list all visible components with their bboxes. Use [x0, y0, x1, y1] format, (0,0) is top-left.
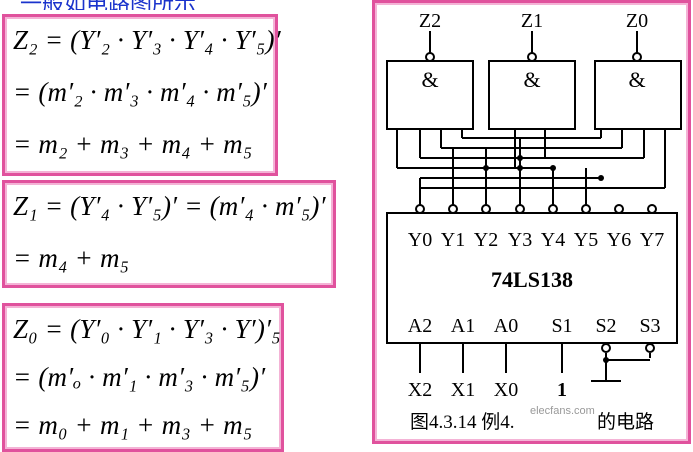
z2-output-bubble [425, 52, 435, 62]
y3-pin-bubble [515, 204, 525, 214]
z0-equation-line-1: Z₀ = (Y′₀ · Y′₁ · Y′₃ · Y′)′₅ [13, 314, 281, 344]
s3-pin-bubble [645, 343, 655, 353]
gate-symbol-3: & [628, 67, 645, 92]
gate-symbol-2: & [523, 67, 540, 92]
circuit-svg: Z2 Z1 Z0 & & & Y0 Y1 Y2 Y3 Y4 Y5 Y6 Y7 7… [386, 10, 682, 433]
input-label-x0: X0 [494, 379, 518, 401]
y7-pin-bubble [647, 204, 657, 214]
output-label-z0: Z0 [626, 10, 648, 32]
z1-equation-line-2: = m₄ + m₅ [13, 243, 130, 273]
z2-equation-line-1: Z₂ = (Y′₂ · Y′₃ · Y′₄ · Y′₅)′ [13, 25, 281, 55]
y4-pin-bubble [548, 204, 558, 214]
pin-label-y2: Y2 [474, 229, 498, 251]
circuit-diagram-panel: Z2 Z1 Z0 & & & Y0 Y1 Y2 Y3 Y4 Y5 Y6 Y7 7… [372, 0, 691, 444]
y6-pin-bubble [614, 204, 624, 214]
s2-pin-bubble [601, 343, 611, 353]
z1-equation-line-1: Z₁ = (Y′₄ · Y′₅)′ = (m′₄ · m′₅)′ [13, 191, 326, 221]
pin-label-y6: Y6 [607, 229, 631, 251]
pin-label-y3: Y3 [508, 229, 532, 251]
output-label-z1: Z1 [521, 10, 543, 32]
watermark-text: elecfans.com [530, 405, 595, 417]
figure-caption: 图4.3.14 例4. [410, 411, 515, 433]
z0-equation-line-2: = (m′ₒ · m′₁ · m′₃ · m′₅)′ [13, 362, 266, 392]
y1-pin-bubble [448, 204, 458, 214]
decoder-chip-74ls138 [386, 212, 678, 344]
output-label-z2: Z2 [419, 10, 441, 32]
y5-pin-bubble [581, 204, 591, 214]
pin-label-s2: S2 [595, 315, 616, 337]
pin-label-s1: S1 [551, 315, 572, 337]
y2-pin-bubble [481, 204, 491, 214]
input-label-x1: X1 [451, 379, 475, 401]
z2-equation-line-2: = (m′₂ · m′₃ · m′₄ · m′₅)′ [13, 77, 267, 107]
pin-label-y0: Y0 [408, 229, 432, 251]
pin-label-y1: Y1 [441, 229, 465, 251]
chip-name-label: 74LS138 [491, 267, 573, 292]
pin-label-a2: A2 [408, 315, 432, 337]
z2-equation-box: Z₂ = (Y′₂ · Y′₃ · Y′₄ · Y′₅)′ = (m′₂ · m… [2, 14, 281, 176]
pin-label-y5: Y5 [574, 229, 598, 251]
figure-caption-suffix: 的电路 [597, 411, 654, 433]
pin-label-s3: S3 [639, 315, 660, 337]
input-label-one: 1 [557, 379, 567, 401]
z0-equation-line-3: = m₀ + m₁ + m₃ + m₅ [13, 410, 253, 440]
z1-equation-box: Z₁ = (Y′₄ · Y′₅)′ = (m′₄ · m′₅)′ = m₄ + … [2, 180, 336, 288]
input-label-x2: X2 [408, 379, 432, 401]
gate-symbol-1: & [421, 67, 438, 92]
z2-equation-line-3: = m₂ + m₃ + m₄ + m₅ [13, 129, 253, 159]
z0-output-bubble [632, 52, 642, 62]
pin-label-y4: Y4 [541, 229, 565, 251]
pin-label-y7: Y7 [640, 229, 664, 251]
pin-label-a0: A0 [494, 315, 518, 337]
z1-output-bubble [527, 52, 537, 62]
z0-equation-box: Z₀ = (Y′₀ · Y′₁ · Y′₃ · Y′)′₅ = (m′ₒ · m… [2, 303, 284, 452]
y0-pin-bubble [415, 204, 425, 214]
pin-label-a1: A1 [451, 315, 475, 337]
top-partial-text-strip: 一般如电路图所示 [0, 0, 290, 10]
top-partial-text: 一般如电路图所示 [20, 0, 196, 10]
